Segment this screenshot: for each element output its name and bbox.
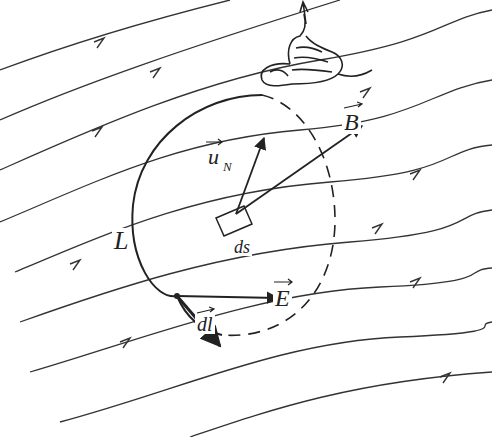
vector-signs [197,102,362,313]
dl-vector [177,296,220,346]
right-hand [261,2,372,86]
vector-label: B [342,110,361,134]
field-arrowheads [70,38,450,383]
loop-front [132,95,262,335]
b-vector [236,126,362,214]
surface-element [216,206,252,236]
vector-label: dl [195,314,215,334]
loop-label: L [112,228,130,254]
normal-vector [236,138,264,214]
vector-label: u [206,146,221,168]
surface-label: ds [232,238,252,256]
vector-label: E [273,286,292,310]
e-vector [177,296,278,298]
subscript-label: N [221,160,234,173]
